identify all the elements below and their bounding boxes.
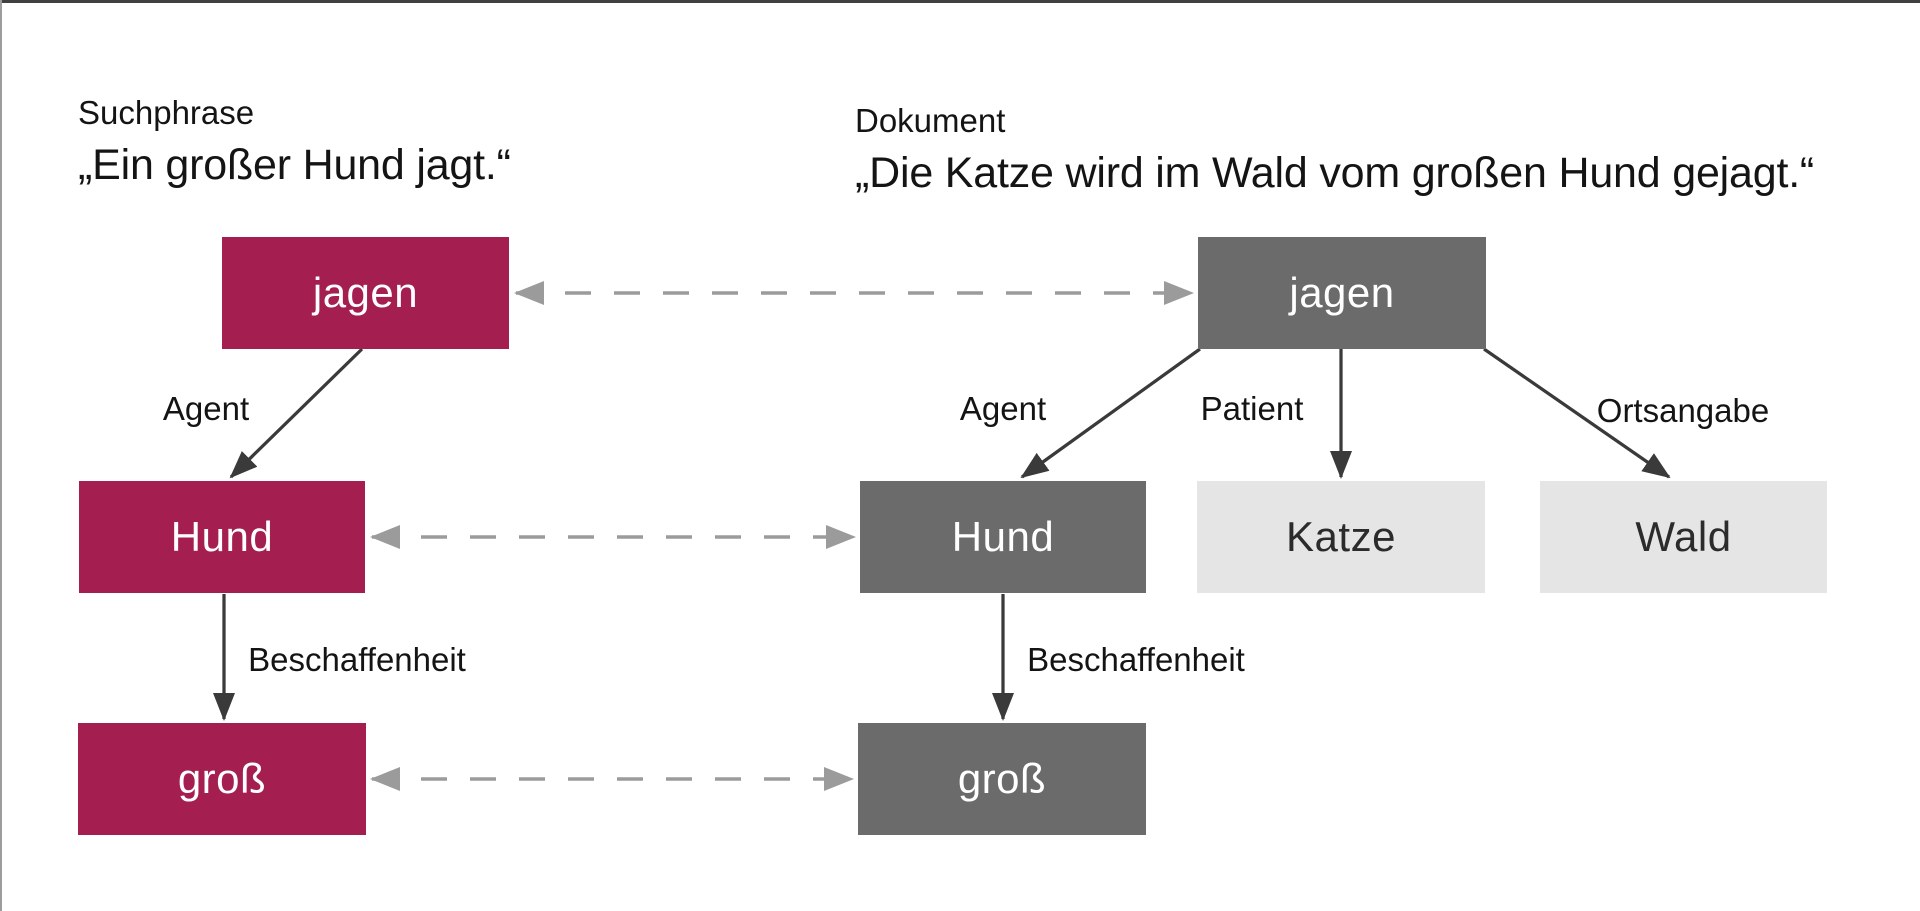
edge-label-document-beschaffenheit: Beschaffenheit [1027, 641, 1245, 678]
window-left-edge [0, 0, 2, 911]
edge-label-search-agent: Agent [162, 390, 250, 427]
document-node-wald: Wald [1540, 481, 1827, 593]
document-node-katze: Katze [1197, 481, 1485, 593]
document-node-hund: Hund [860, 481, 1146, 593]
edge-label-document-patient: Patient [1200, 390, 1304, 427]
search-phrase-heading: Suchphrase [78, 94, 255, 131]
document-node-gross: groß [858, 723, 1146, 835]
document-node-jagen: jagen [1198, 237, 1486, 349]
search-node-gross: groß [78, 723, 366, 835]
search-phrase-header: Suchphrase „Ein großer Hund jagt.“ [78, 94, 511, 192]
edge-arrow-search-agent [229, 347, 364, 479]
window-top-edge [0, 0, 1920, 3]
document-sentence: „Die Katze wird im Wald vom großen Hund … [855, 148, 1815, 197]
document-header: Dokument „Die Katze wird im Wald vom gro… [855, 102, 1814, 200]
search-node-jagen: jagen [222, 237, 509, 349]
edge-arrow-document-agent [1020, 347, 1201, 479]
edge-label-document-ortsangabe: Ortsangabe [1596, 392, 1770, 429]
search-node-hund: Hund [79, 481, 365, 593]
search-phrase-sentence: „Ein großer Hund jagt.“ [78, 140, 511, 189]
edge-label-document-agent: Agent [959, 390, 1047, 427]
document-heading: Dokument [855, 102, 1006, 139]
edge-label-search-beschaffenheit: Beschaffenheit [248, 641, 466, 678]
